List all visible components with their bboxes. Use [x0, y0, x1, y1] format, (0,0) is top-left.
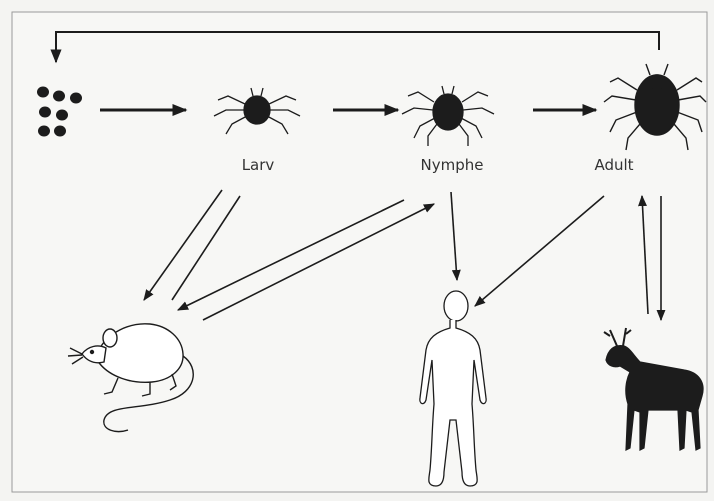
stage-label-nymph: Nymphe — [421, 156, 484, 174]
stage-label-larva: Larv — [242, 156, 275, 174]
stage-label-adult: Adult — [594, 156, 633, 174]
diagram-frame — [12, 12, 707, 492]
